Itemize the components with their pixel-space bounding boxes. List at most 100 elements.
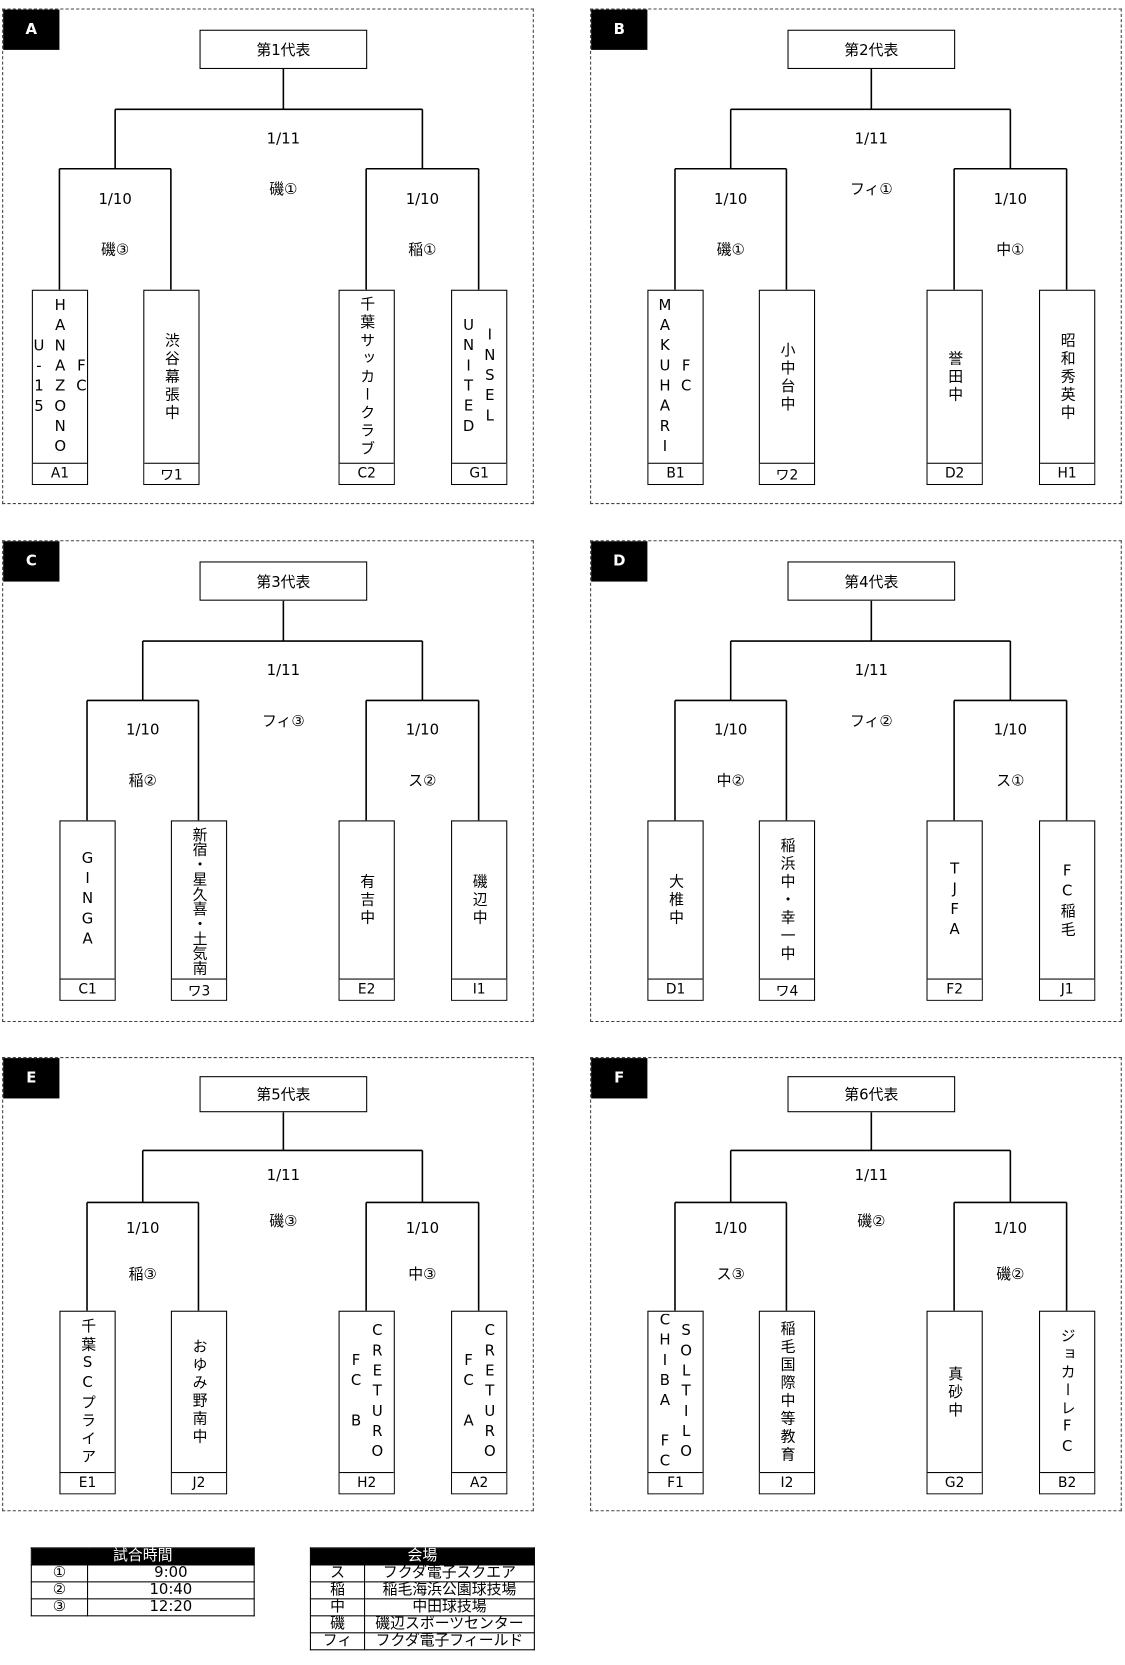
team-name: 有吉中 xyxy=(340,824,394,978)
final-date: 1/11 xyxy=(854,1167,889,1185)
team-seed: ワ4 xyxy=(759,978,815,1000)
group-label: E xyxy=(3,1058,60,1099)
team-seed: F1 xyxy=(648,1472,703,1494)
team-seed: C2 xyxy=(339,462,394,484)
team-name-line: 千葉サッカークラブ xyxy=(358,296,376,459)
semi-venue: 中③ xyxy=(408,1266,437,1284)
semi-venue: 磯① xyxy=(716,241,745,259)
slot-time: 9:00 xyxy=(87,1564,255,1583)
team-name-line: MAKUHARI xyxy=(656,296,674,458)
team-name: 渋谷幕張中 xyxy=(144,293,198,462)
semi-venue: 稲① xyxy=(408,241,437,259)
team-name-line: 大椎中 xyxy=(667,873,685,928)
final-date: 1/11 xyxy=(266,662,301,680)
team-name-line: FC xyxy=(72,357,88,398)
venue-abbr: フィ xyxy=(309,1632,366,1651)
semi-venue: 磯③ xyxy=(101,241,130,259)
team-name-line: 昭和秀英中 xyxy=(1058,332,1076,423)
team-name-line: 小中台中 xyxy=(778,341,796,414)
team-name-line: 稲毛国際中等教育 xyxy=(778,1320,796,1465)
final-date: 1/11 xyxy=(266,130,301,148)
final-date: 1/11 xyxy=(854,662,889,680)
team-name-line: U-15 xyxy=(32,336,48,418)
team-seed: ワ1 xyxy=(144,462,199,484)
venue-name: 磯辺スポーツセンター xyxy=(364,1615,535,1634)
representative-box: 第6代表 xyxy=(787,1076,956,1113)
team-seed: J1 xyxy=(1040,978,1095,1000)
representative-box: 第4代表 xyxy=(787,561,956,601)
venue-abbr: 磯 xyxy=(309,1615,366,1634)
venue-abbr: 稲 xyxy=(309,1581,366,1600)
group-label: B xyxy=(591,9,648,50)
venue-table: 会場 スフクダ電子スクエア 稲稲毛海浜公園球技場 中中田球技場 磯磯辺スポーツセ… xyxy=(309,1547,535,1651)
semi-date: 1/10 xyxy=(126,721,160,739)
team-name-line: SOLTILO xyxy=(677,1321,695,1464)
semi-venue: ス③ xyxy=(716,1266,745,1284)
team-box: 稲浜中・幸一中ワ4 xyxy=(758,820,816,1001)
semi-date: 1/10 xyxy=(714,721,748,739)
team-name: 大椎中 xyxy=(648,824,702,978)
final-date: 1/11 xyxy=(854,130,889,148)
team-name-line: ジョカーレFC xyxy=(1058,1327,1076,1458)
slot-time: 10:40 xyxy=(87,1581,255,1600)
venue-abbr: ス xyxy=(309,1564,366,1583)
team-name-line: 千葉SCプライア xyxy=(79,1318,97,1467)
team-name-line: FC xyxy=(677,357,695,398)
team-name-line: 誉田中 xyxy=(946,350,964,405)
team-name-line: INSEL xyxy=(481,326,499,428)
final-venue: フィ③ xyxy=(261,713,305,731)
semi-date: 1/10 xyxy=(993,721,1028,739)
team-name-line: CRETURO xyxy=(368,1321,386,1464)
team-name: TJFA xyxy=(928,824,982,978)
semi-date: 1/10 xyxy=(405,1220,440,1238)
team-name-line: 稲浜中・幸一中 xyxy=(778,837,796,964)
venue-abbr: 中 xyxy=(309,1598,366,1617)
team-name: GINGA xyxy=(60,824,114,978)
team-seed: D2 xyxy=(927,462,982,484)
group-label: C xyxy=(3,541,60,582)
representative-box: 第1代表 xyxy=(199,29,368,69)
team-name: ジョカーレFC xyxy=(1040,1314,1094,1471)
venue-name: フクダ電子スクエア xyxy=(364,1564,535,1583)
slot-time: 12:20 xyxy=(87,1598,255,1617)
team-name: 磯辺中 xyxy=(452,824,506,978)
team-seed: A2 xyxy=(452,1472,507,1494)
semi-venue: 稲② xyxy=(128,772,157,790)
team-name-line: CHIBA FC xyxy=(656,1313,674,1471)
semi-venue: 中② xyxy=(716,772,745,790)
bracket-lines xyxy=(86,1112,480,1311)
team-name: FC稲毛 xyxy=(1040,824,1094,978)
team-name-line: 新宿・星久喜・土気南 xyxy=(190,826,208,975)
team-name-line: おゆみ野南中 xyxy=(190,1338,208,1447)
bracket-lines xyxy=(86,600,480,821)
team-box: 誉田中 D2 xyxy=(926,289,983,486)
final-date: 1/11 xyxy=(266,1167,301,1185)
semi-date: 1/10 xyxy=(993,1220,1028,1238)
team-seed: E1 xyxy=(60,1472,115,1494)
bracket-lines xyxy=(674,68,1068,290)
semi-date: 1/10 xyxy=(714,1220,748,1238)
team-seed: F2 xyxy=(927,978,982,1000)
group-label: A xyxy=(3,9,60,50)
team-name: 千葉サッカークラブ xyxy=(340,293,394,462)
representative-box: 第2代表 xyxy=(787,29,956,69)
team-seed: E2 xyxy=(339,978,394,1000)
